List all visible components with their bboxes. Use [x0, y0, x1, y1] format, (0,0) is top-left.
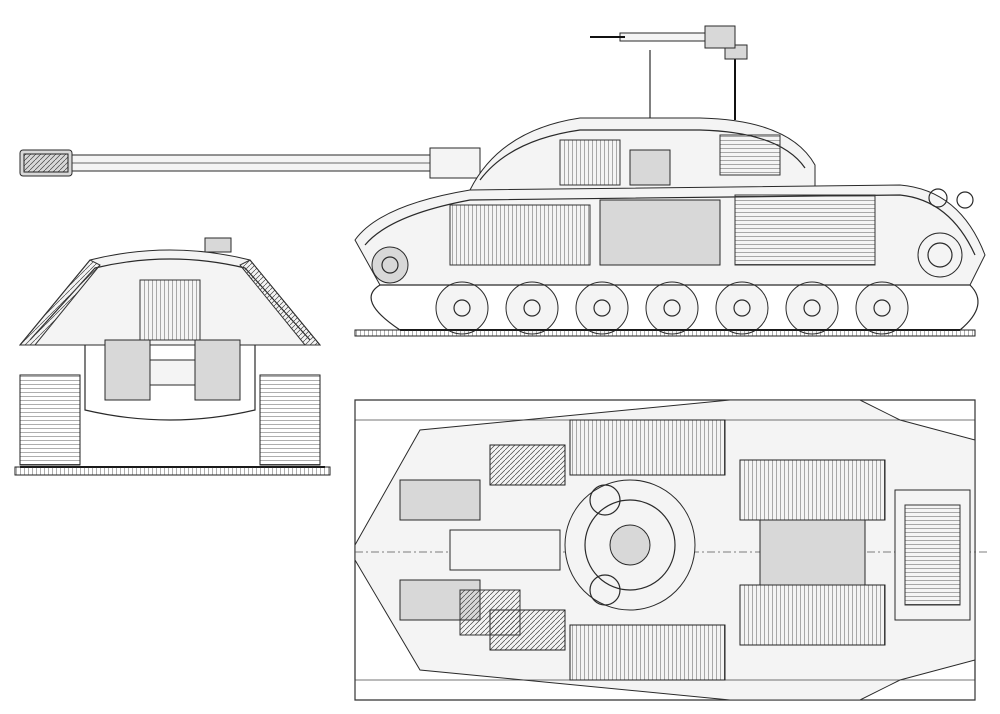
side-view [19, 25, 986, 337]
top-view [354, 399, 990, 701]
front-view [14, 237, 331, 476]
main-gun-barrel [19, 147, 481, 179]
turret [469, 117, 816, 191]
aa-machine-gun [590, 25, 748, 120]
track-side [354, 284, 979, 337]
hull-side [354, 184, 986, 286]
road-wheels [435, 281, 909, 335]
